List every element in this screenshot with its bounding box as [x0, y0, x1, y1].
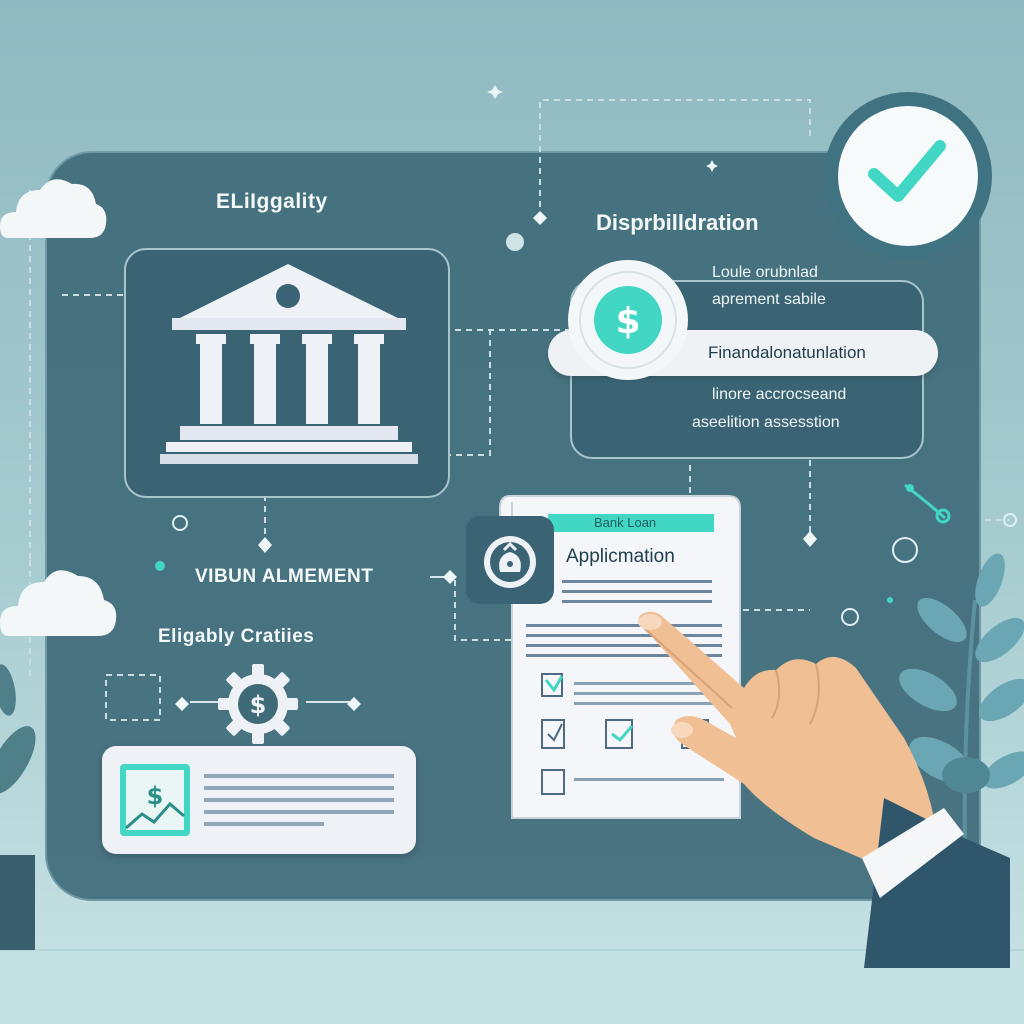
- doc-tag: Bank Loan: [594, 515, 657, 530]
- vibun-label: VIBUN ALMEMENT: [195, 566, 374, 587]
- assess-line-2: aseelition assesstion: [692, 414, 840, 431]
- dollar-coin-icon: $: [568, 260, 688, 380]
- dollar-chart-icon: $: [120, 764, 190, 836]
- svg-text:$: $: [250, 691, 267, 719]
- svg-text:$: $: [147, 782, 164, 810]
- doc-title: Applicmation: [566, 546, 675, 567]
- financial-pill-label: Finandalonatunlation: [708, 343, 866, 362]
- eligibility-criteria-title: Eligably Cratiies: [158, 626, 315, 647]
- pointing-hand-icon: [638, 611, 1010, 968]
- check-icon: [824, 92, 992, 260]
- gear-dollar-icon: $: [218, 664, 298, 744]
- disbursement-title: Disprbilldration: [596, 210, 759, 235]
- cloud-icon: [0, 179, 107, 238]
- summary-lines: [204, 774, 394, 826]
- svg-text:$: $: [615, 301, 640, 342]
- bank-building-icon: [160, 264, 418, 464]
- money-bag-icon: [466, 516, 554, 604]
- assess-line-1: linore accrocseand: [712, 386, 847, 403]
- eligibility-title: ELiIggality: [216, 190, 328, 213]
- loan-line-2: aprement sabile: [712, 291, 826, 308]
- loan-line-1: Loule orubnlad: [712, 264, 818, 281]
- cloud-icon: [0, 570, 117, 636]
